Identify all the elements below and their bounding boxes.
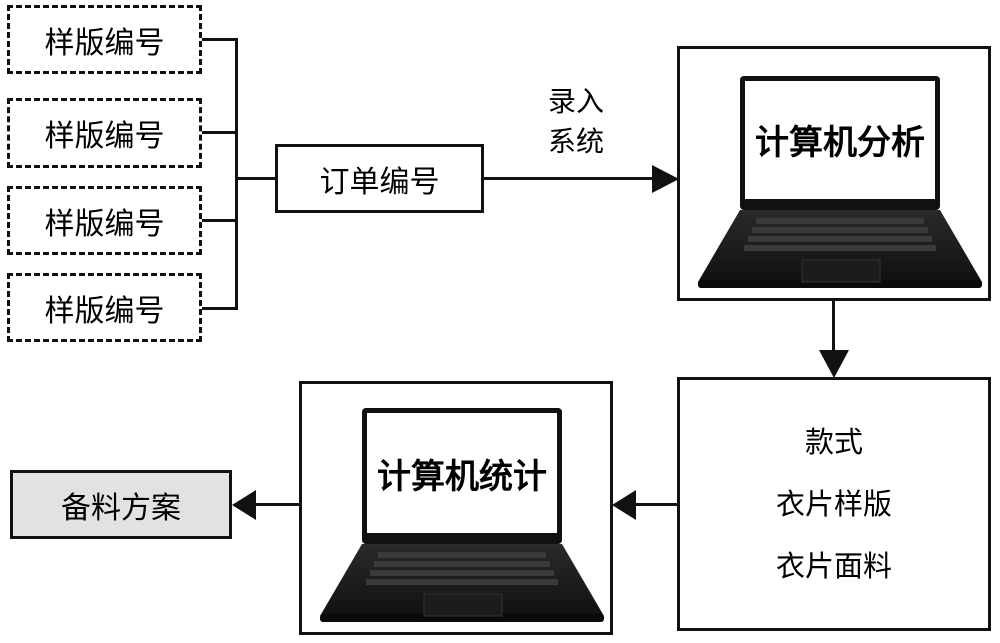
arrow-left-icon bbox=[232, 490, 256, 520]
analysis-computer-box: 计算机分析 bbox=[677, 46, 991, 301]
statistics-screen-text: 计算机统计 bbox=[377, 457, 547, 497]
connector-line bbox=[202, 38, 238, 41]
arrow-line bbox=[252, 503, 300, 506]
connector-line bbox=[202, 307, 238, 310]
arrow-down-icon bbox=[819, 350, 849, 378]
details-line-pattern: 衣片样版 bbox=[775, 487, 892, 521]
statistics-computer-box: 计算机统计 bbox=[299, 381, 613, 635]
arrow-line bbox=[484, 177, 656, 180]
bracket-line bbox=[235, 38, 238, 310]
details-line-fabric: 衣片面料 bbox=[775, 549, 892, 583]
arrow-left-icon bbox=[612, 490, 636, 520]
connector-line bbox=[202, 219, 238, 222]
sample-number-label: 样版编号 bbox=[44, 119, 165, 154]
sample-number-box-1: 样版编号 bbox=[7, 5, 202, 74]
entry-system-label: 录入 系统 bbox=[530, 82, 622, 162]
order-number-label: 订单编号 bbox=[319, 164, 440, 200]
details-line-style: 款式 bbox=[804, 425, 863, 459]
order-number-box: 订单编号 bbox=[275, 144, 484, 213]
arrow-right-icon bbox=[652, 165, 679, 193]
analysis-screen-text: 计算机分析 bbox=[755, 123, 925, 163]
sample-number-box-3: 样版编号 bbox=[7, 186, 202, 255]
details-box: 款式 衣片样版 衣片面料 bbox=[677, 377, 991, 631]
sample-number-label: 样版编号 bbox=[44, 293, 165, 329]
laptop-icon: 计算机分析 bbox=[698, 75, 982, 288]
connector-line bbox=[202, 131, 238, 134]
sample-number-label: 样版编号 bbox=[44, 206, 165, 242]
material-plan-box: 备料方案 bbox=[10, 470, 232, 539]
arrow-line bbox=[630, 503, 678, 506]
entry-label-line1: 录入 bbox=[547, 85, 604, 118]
sample-number-box-4: 样版编号 bbox=[7, 273, 202, 342]
sample-number-label: 样版编号 bbox=[44, 25, 165, 61]
connector-line bbox=[235, 177, 277, 180]
entry-label-line2: 系统 bbox=[547, 125, 604, 158]
laptop-icon: 计算机统计 bbox=[320, 408, 604, 622]
sample-number-box-2: 样版编号 bbox=[7, 98, 202, 168]
material-plan-label: 备料方案 bbox=[61, 490, 181, 526]
arrow-line bbox=[832, 300, 835, 356]
